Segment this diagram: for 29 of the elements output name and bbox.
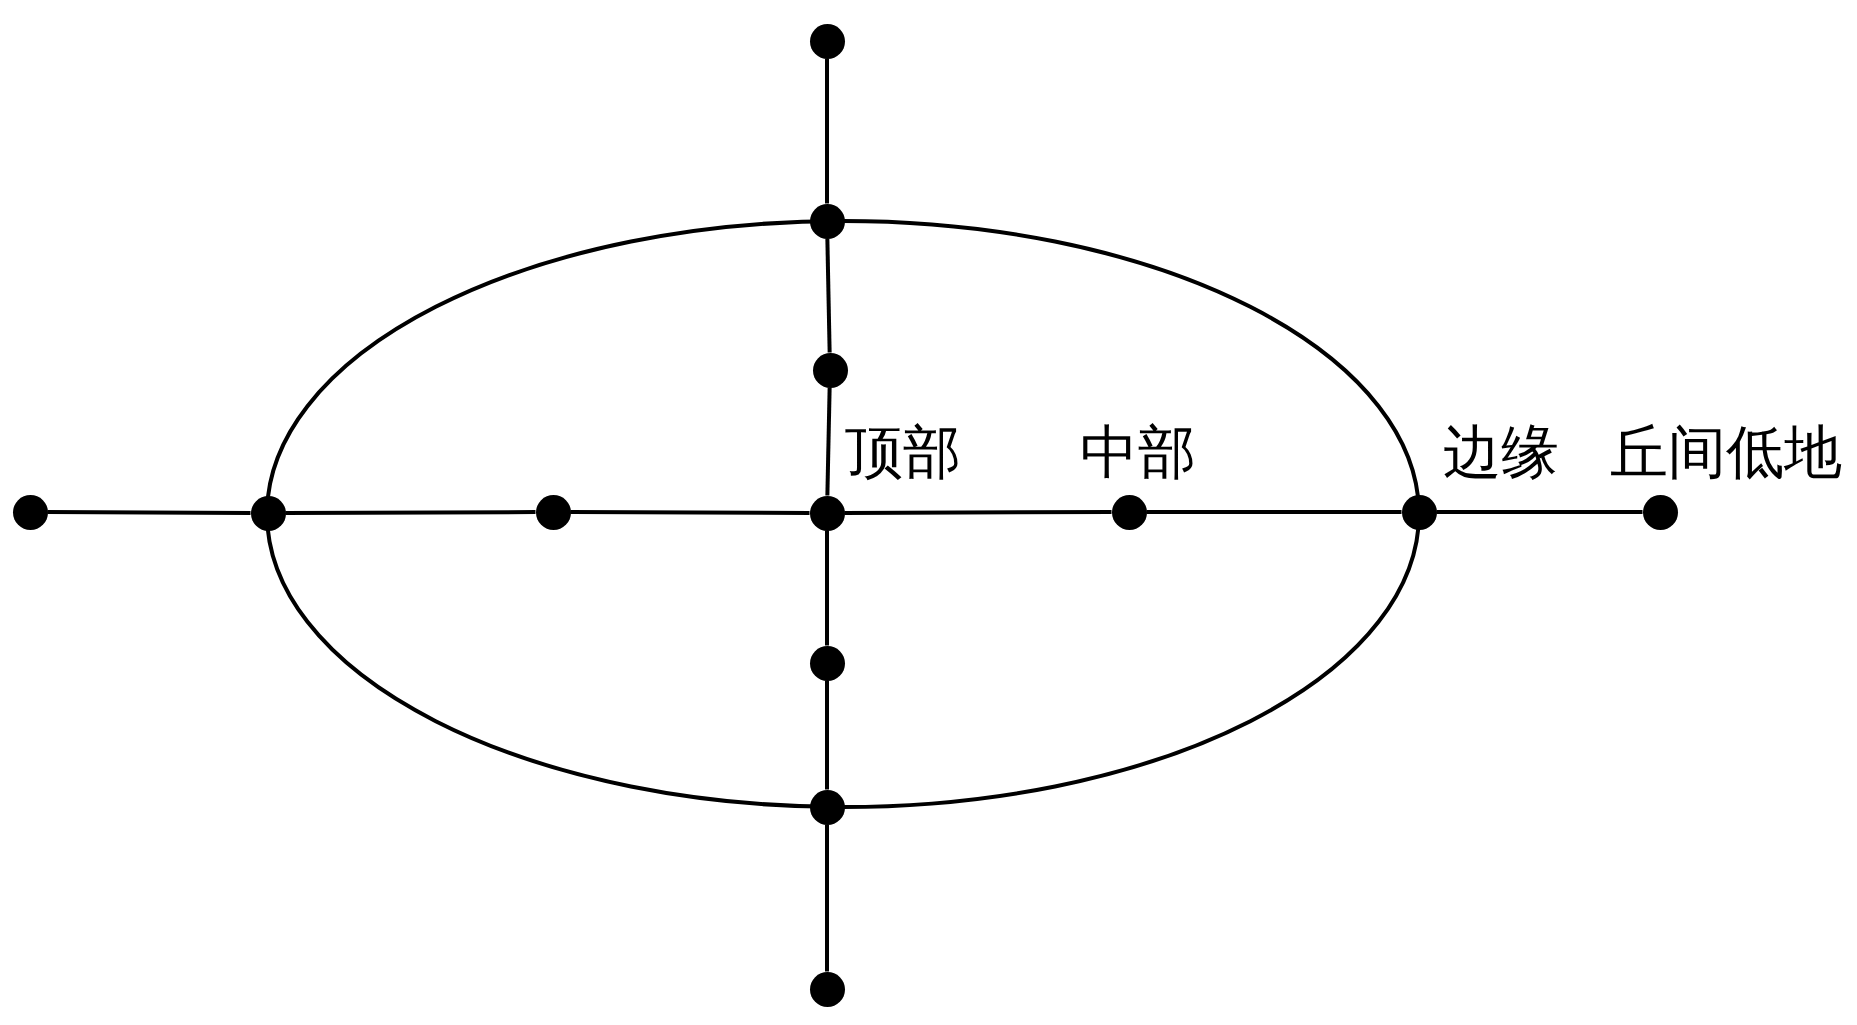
sample-point bbox=[1401, 494, 1437, 530]
connecting-line bbox=[825, 387, 832, 496]
sample-point bbox=[250, 495, 286, 531]
sample-point bbox=[12, 494, 48, 530]
sample-point bbox=[535, 494, 571, 530]
sample-point bbox=[809, 23, 845, 59]
connecting-line bbox=[570, 510, 810, 515]
connecting-line bbox=[825, 680, 829, 790]
zone-label: 中部 bbox=[1080, 424, 1196, 482]
connecting-line bbox=[825, 238, 832, 353]
zone-label: 边缘 bbox=[1443, 424, 1559, 482]
sample-point bbox=[809, 495, 845, 531]
connecting-line bbox=[825, 58, 829, 204]
zone-label: 顶部 bbox=[845, 424, 961, 482]
sample-point bbox=[1111, 494, 1147, 530]
connecting-line bbox=[844, 510, 1112, 515]
sample-point bbox=[809, 645, 845, 681]
connecting-line bbox=[825, 824, 829, 972]
sample-point bbox=[809, 971, 845, 1007]
sample-point bbox=[1642, 494, 1678, 530]
connecting-line bbox=[285, 510, 536, 515]
sample-point bbox=[809, 203, 845, 239]
connecting-line bbox=[1436, 510, 1643, 514]
sample-point bbox=[812, 352, 848, 388]
zone-label: 丘间低地 bbox=[1610, 424, 1842, 482]
sample-point bbox=[809, 789, 845, 825]
connecting-line bbox=[47, 510, 251, 515]
connecting-line bbox=[825, 530, 829, 646]
connecting-line bbox=[1146, 510, 1402, 514]
